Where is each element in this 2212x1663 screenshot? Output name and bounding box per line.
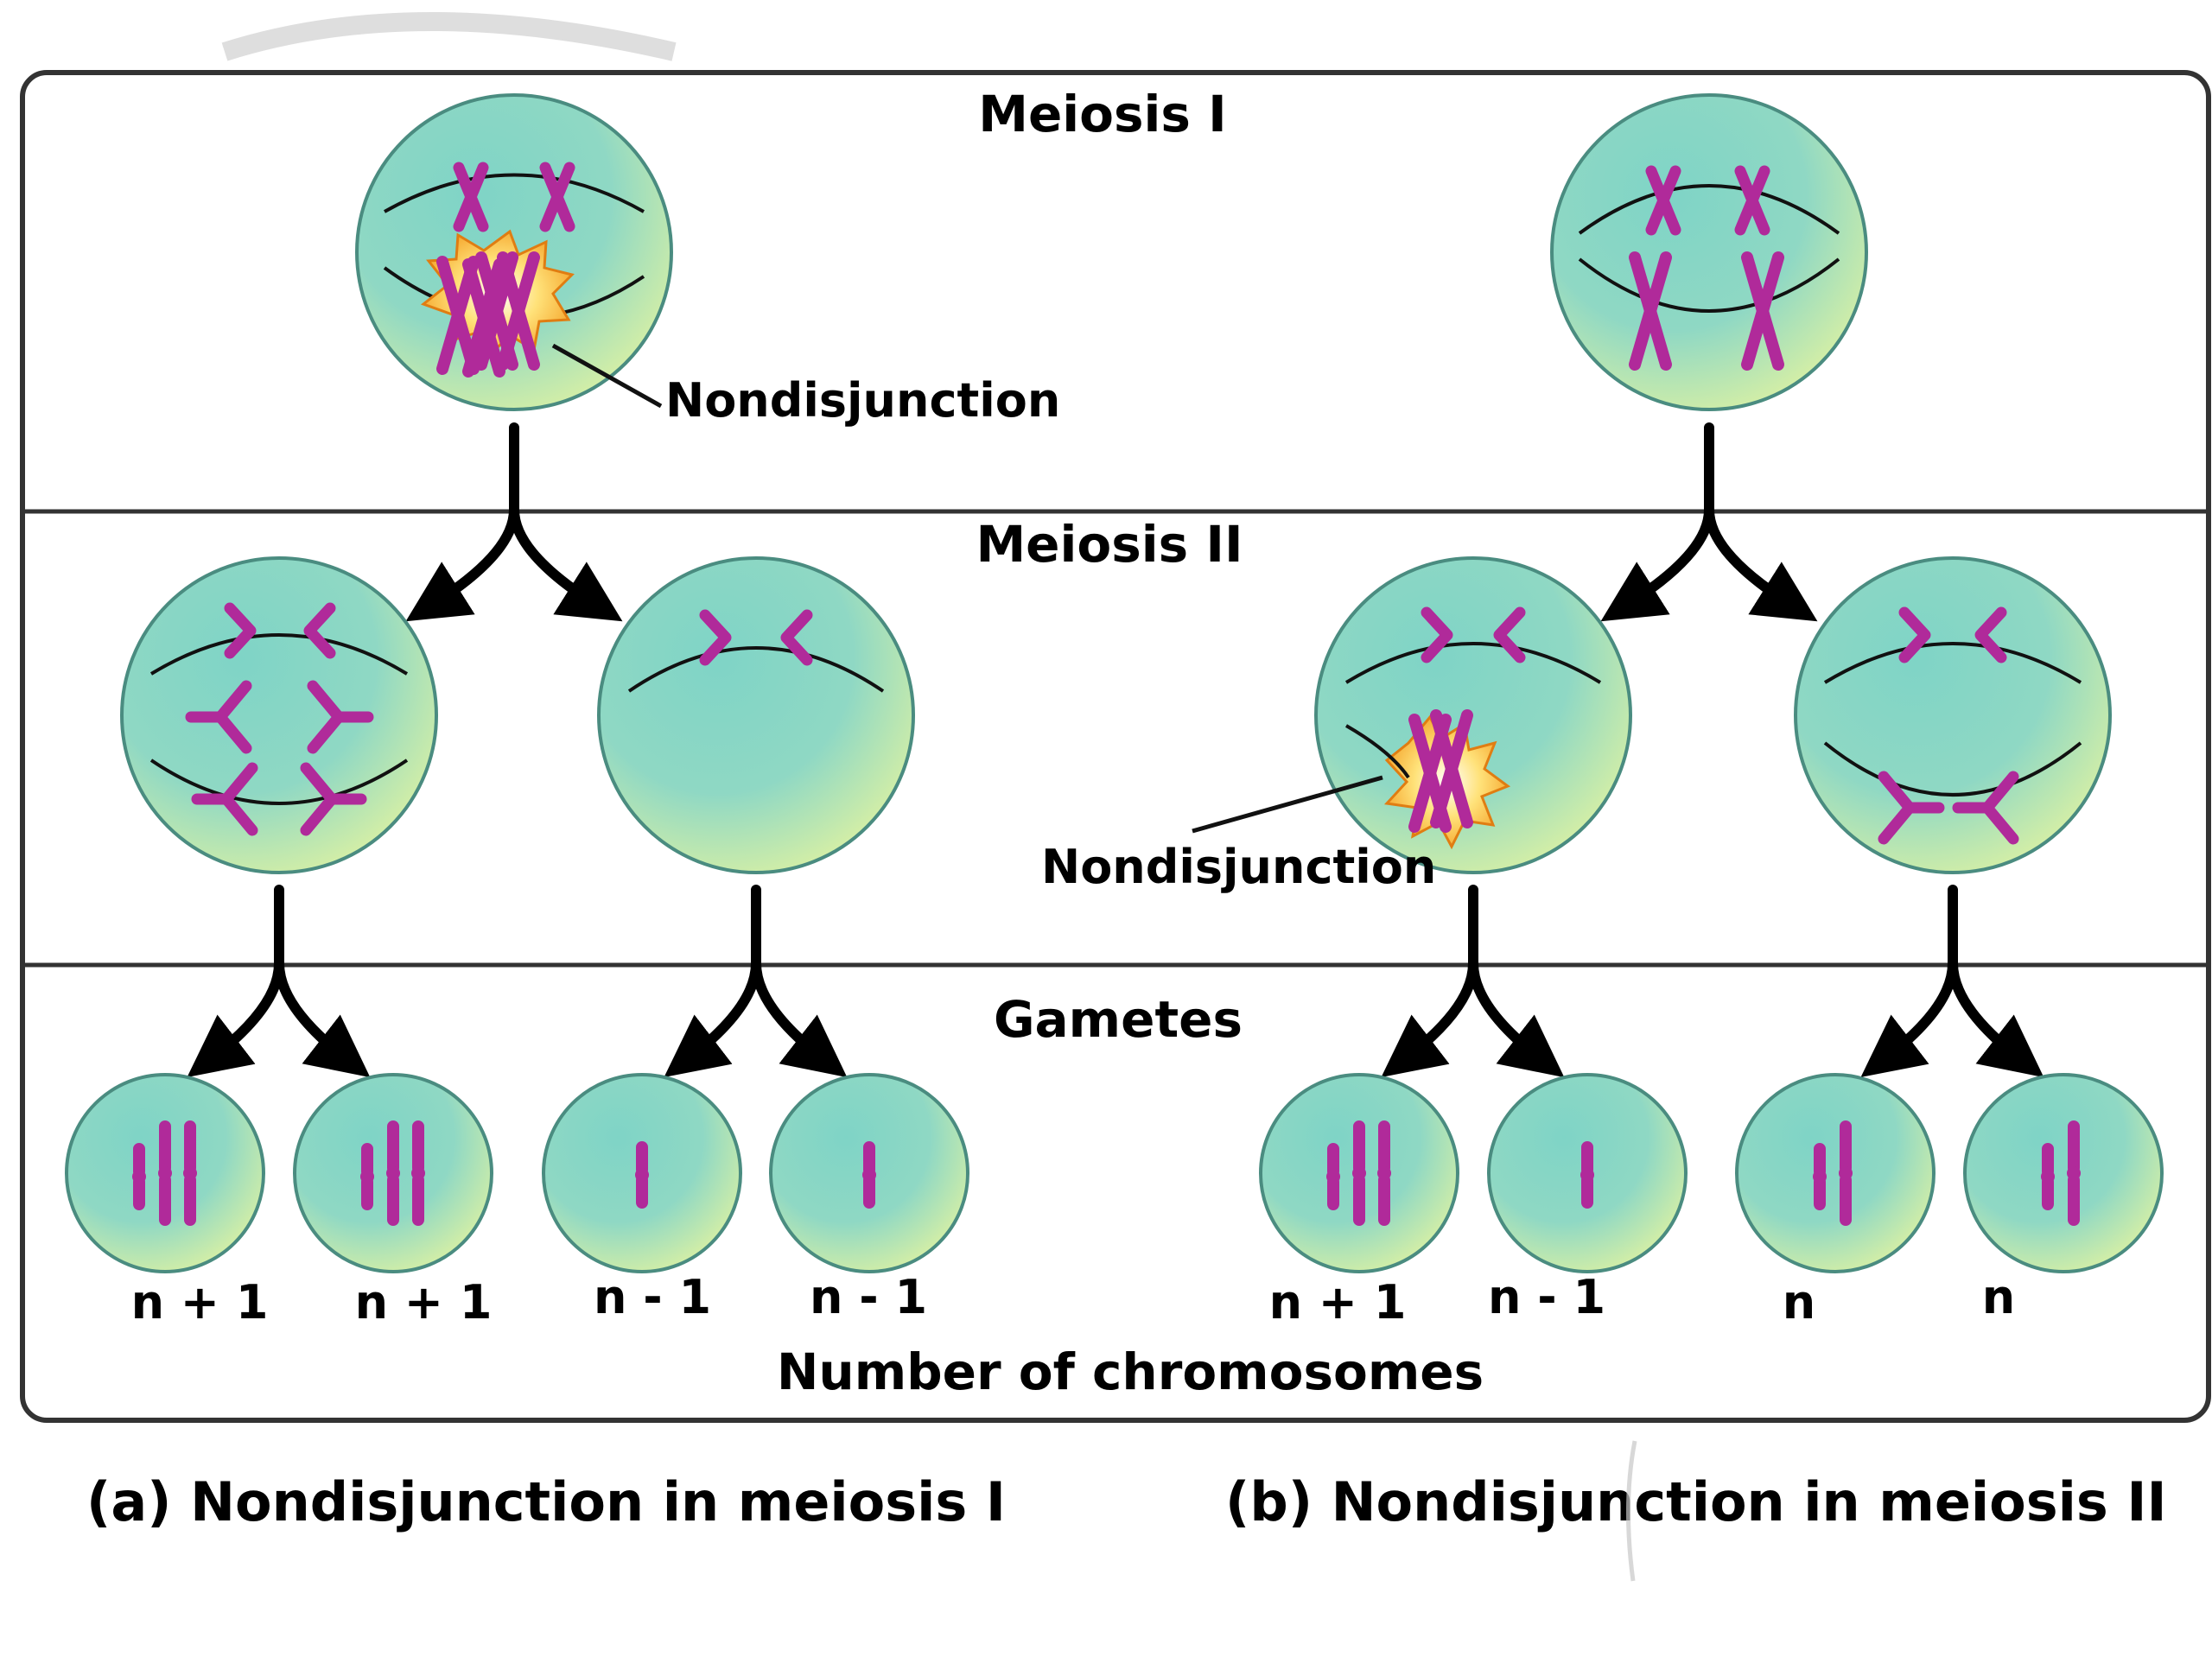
axis-label: Number of chromosomes xyxy=(777,1342,1484,1401)
gamete-7-count: n xyxy=(1783,1275,1815,1330)
gamete-1-count: n + 1 xyxy=(131,1275,269,1330)
diagram-frame xyxy=(20,70,2211,1423)
meiosis-2-cell-a1 xyxy=(120,556,438,874)
caption-b: (b) Nondisjunction in meiosis II xyxy=(1225,1470,2167,1533)
gamete-4 xyxy=(769,1073,969,1273)
gamete-8-count: n xyxy=(1982,1270,2015,1324)
meiosis-2-cell-a2 xyxy=(597,556,915,874)
meiosis-2-cell-b1 xyxy=(1192,556,1632,874)
gamete-1 xyxy=(65,1073,265,1273)
gamete-6-count: n - 1 xyxy=(1488,1270,1605,1324)
gamete-8 xyxy=(1963,1073,2164,1273)
gamete-2 xyxy=(293,1073,493,1273)
row-title-gametes: Gametes xyxy=(994,990,1243,1049)
gamete-2-count: n + 1 xyxy=(355,1275,493,1330)
decorative-mark xyxy=(1625,1440,1637,1582)
gamete-7 xyxy=(1735,1073,1936,1273)
row-title-meiosis-2: Meiosis II xyxy=(976,515,1243,574)
meiosis-2-cell-b2 xyxy=(1794,556,2112,874)
meiosis-1-cell-a xyxy=(355,93,673,411)
caption-a: (a) Nondisjunction in meiosis I xyxy=(86,1470,1006,1533)
gamete-6 xyxy=(1487,1073,1688,1273)
row-title-meiosis-1: Meiosis I xyxy=(978,85,1226,143)
gamete-4-count: n - 1 xyxy=(810,1270,927,1324)
gamete-3 xyxy=(542,1073,742,1273)
split-arrows-gametes xyxy=(187,885,2044,1078)
nondisjunction-label-a: Nondisjunction xyxy=(665,373,1060,428)
decorative-smudge xyxy=(221,12,677,61)
gamete-5-count: n + 1 xyxy=(1269,1275,1407,1330)
split-arrow-b xyxy=(1600,422,1818,622)
split-arrow-a xyxy=(405,422,623,622)
meiosis-1-cell-b xyxy=(1550,93,1868,411)
gamete-5 xyxy=(1259,1073,1459,1273)
nondisjunction-label-b: Nondisjunction xyxy=(1041,840,1436,894)
gamete-3-count: n - 1 xyxy=(594,1270,711,1324)
